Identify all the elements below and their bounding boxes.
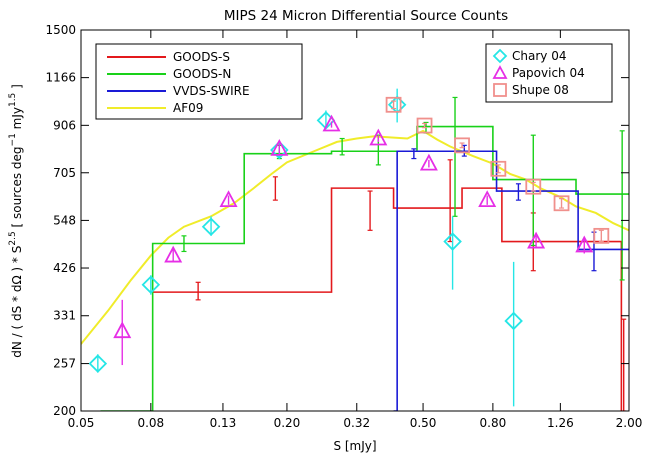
step-goods-s — [150, 187, 623, 411]
chart-title: MIPS 24 Micron Differential Source Count… — [224, 8, 508, 24]
legend-label: VVDS-SWIRE — [173, 84, 250, 98]
legend-literature: Chary 04 Papovich 04 Shupe 08 — [485, 43, 613, 103]
y-tick-label: 200 — [53, 404, 76, 418]
step-goods-n — [100, 125, 629, 411]
marker-shupe-08 — [454, 137, 470, 154]
x-tick-label: 0.50 — [410, 416, 437, 430]
marker-shupe-08 — [385, 96, 402, 113]
marker-papovich-04 — [419, 153, 438, 171]
marker-papovich-04 — [270, 138, 289, 156]
x-tick-label: 2.00 — [616, 416, 643, 430]
marker-chary-04 — [201, 217, 221, 236]
y-tick-label: 906 — [53, 118, 76, 132]
y-axis: 200 257 331 426 548 705 906 1166 1500 — [45, 23, 629, 418]
marker-papovich-04 — [113, 321, 132, 339]
marker-chary-04 — [504, 311, 523, 331]
series-goods-n — [100, 96, 629, 411]
y-tick-label: 705 — [53, 166, 76, 180]
x-axis-title: S [mJy] — [333, 439, 376, 453]
legend-label: Chary 04 — [512, 49, 566, 63]
series-vvds-swire — [393, 144, 629, 411]
marker-shupe-08 — [490, 160, 507, 177]
marker-papovich-04 — [478, 190, 497, 208]
marker-papovich-04 — [369, 128, 388, 146]
marker-papovich-04 — [527, 231, 546, 249]
marker-shupe-08 — [553, 195, 570, 212]
line-af09 — [81, 129, 629, 345]
legend-label: Papovich 04 — [512, 66, 585, 80]
y-tick-label: 257 — [53, 357, 76, 371]
x-tick-label: 0.13 — [210, 416, 237, 430]
legend-marker — [492, 65, 508, 79]
y-tick-label: 548 — [53, 213, 76, 227]
y-tick-label: 1166 — [45, 71, 76, 85]
y-tick-label: 1500 — [45, 23, 76, 37]
marker-shupe-08 — [593, 227, 610, 244]
legend-label: AF09 — [173, 101, 203, 115]
x-tick-label: 0.08 — [137, 416, 164, 430]
marker-chary-04 — [141, 275, 161, 294]
legend-surveys: GOODS-S GOODS-N VVDS-SWIRE AF09 — [95, 43, 303, 120]
legend-label: GOODS-S — [173, 50, 230, 64]
y-tick-label: 331 — [53, 309, 76, 323]
marker-papovich-04 — [322, 114, 341, 132]
legend-label: GOODS-N — [173, 67, 231, 81]
legend-marker — [493, 83, 507, 97]
marker-papovich-04 — [575, 235, 594, 253]
x-tick-label: 0.20 — [274, 416, 301, 430]
x-tick-label: 0.32 — [343, 416, 370, 430]
marker-papovich-04 — [164, 245, 183, 263]
marker-chary-04 — [443, 232, 462, 251]
y-axis-title: dN / ( dS * dΩ ) * S2.5 [ sources deg−1 … — [8, 84, 24, 358]
series-af09 — [81, 129, 629, 345]
step-vvds-swire — [393, 150, 629, 411]
series-chary-04 — [88, 88, 523, 407]
series-layer — [81, 88, 629, 411]
legend-label: Shupe 08 — [512, 83, 569, 97]
x-tick-label: 0.05 — [68, 416, 95, 430]
x-tick-label: 0.80 — [480, 416, 507, 430]
marker-shupe-08 — [525, 178, 542, 195]
marker-chary-04 — [387, 95, 407, 115]
marker-shupe-08 — [416, 117, 433, 134]
y-tick-label: 426 — [53, 261, 76, 275]
legend-marker — [492, 48, 508, 64]
x-tick-label: 1.26 — [547, 416, 574, 430]
marker-papovich-04 — [219, 190, 238, 208]
marker-chary-04 — [270, 140, 289, 160]
x-axis: 0.05 0.08 0.13 0.20 0.32 0.50 0.80 1.26 2.00 — [68, 30, 643, 430]
marker-chary-04 — [88, 354, 108, 373]
series-papovich-04 — [113, 114, 594, 366]
series-shupe-08 — [385, 96, 610, 244]
